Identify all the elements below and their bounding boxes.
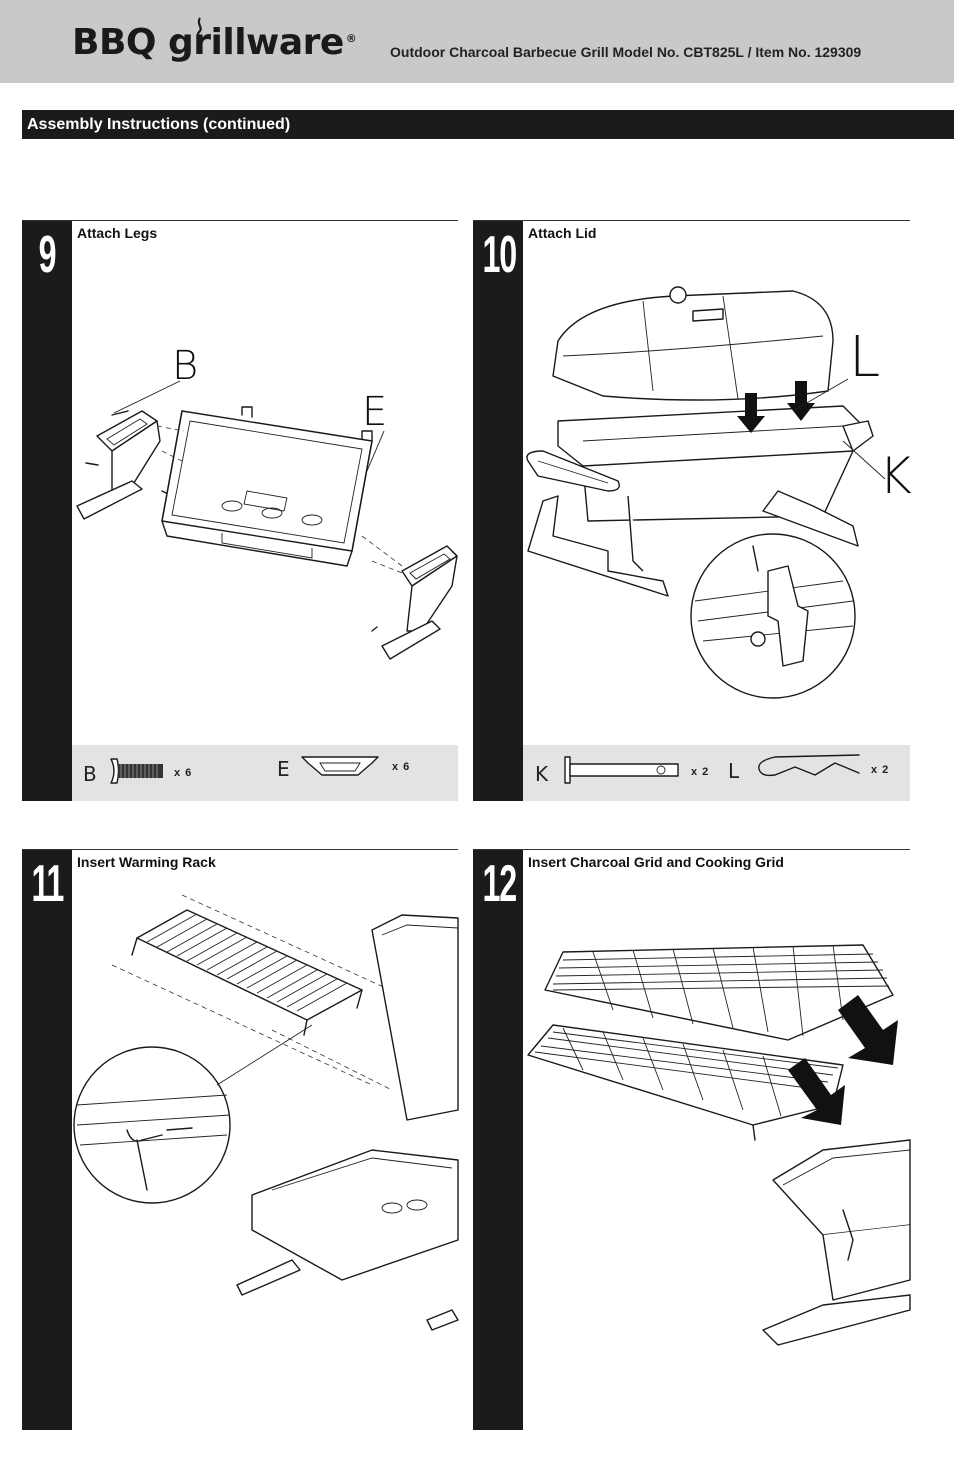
warming-rack-illustration <box>73 894 459 1331</box>
step-number-column <box>22 221 72 801</box>
part-qty-e: x 6 <box>392 761 411 773</box>
flame-icon <box>196 17 202 41</box>
part-qty-l: x 2 <box>871 764 890 776</box>
part-label-e: E <box>277 757 290 781</box>
brand-name: BBQ grillware <box>72 22 344 63</box>
step-title: Insert Warming Rack <box>77 854 216 870</box>
callout-l: L <box>849 325 881 390</box>
brand-logo: BBQ grillware® <box>72 17 357 63</box>
cotter-clip-icon <box>758 754 860 777</box>
section-title: Assembly Instructions (continued) <box>27 116 291 133</box>
step-9-panel: 9 Attach Legs B E <box>22 220 458 801</box>
callout-k: K <box>879 447 912 505</box>
step-number: 10 <box>482 226 518 284</box>
parts-strip: K x 2 L x 2 <box>523 745 910 801</box>
step-number-column <box>473 850 523 1430</box>
step-title: Insert Charcoal Grid and Cooking Grid <box>528 854 784 870</box>
step-12-panel: 12 Insert Charcoal Grid and Cooking Grid <box>473 849 911 1430</box>
step-number-column <box>22 850 72 1430</box>
page-header: BBQ grillware® Outdoor Charcoal Barbecue… <box>0 0 954 83</box>
step-10-panel: 10 Attach Lid L K K <box>473 220 912 801</box>
part-label-k: K <box>535 762 549 786</box>
step-title: Attach Legs <box>77 225 158 241</box>
parts-strip: B x 6 E x 6 <box>72 745 458 801</box>
step-number: 11 <box>31 855 65 913</box>
leg-bracket-icon <box>301 756 379 776</box>
grids-illustration <box>527 944 911 1346</box>
part-qty-b: x 6 <box>174 767 193 779</box>
part-label-b: B <box>83 762 97 786</box>
step-number: 12 <box>482 855 518 913</box>
hinge-pin-icon <box>564 756 679 784</box>
step-number-column <box>473 221 523 801</box>
bolt-icon <box>110 758 163 784</box>
document-title: Outdoor Charcoal Barbecue Grill Model No… <box>390 44 862 60</box>
registered-mark: ® <box>345 32 357 45</box>
part-label-l: L <box>728 759 740 783</box>
callout-b: B <box>172 343 199 389</box>
attach-lid-illustration <box>526 286 886 699</box>
step-number: 9 <box>38 226 57 284</box>
step-title: Attach Lid <box>528 225 597 241</box>
callout-e: E <box>362 389 388 435</box>
step-11-panel: 11 Insert Warming Rack <box>22 849 459 1430</box>
attach-legs-illustration <box>76 380 458 660</box>
section-bar: Assembly Instructions (continued) <box>22 110 954 139</box>
part-qty-k: x 2 <box>691 766 710 778</box>
